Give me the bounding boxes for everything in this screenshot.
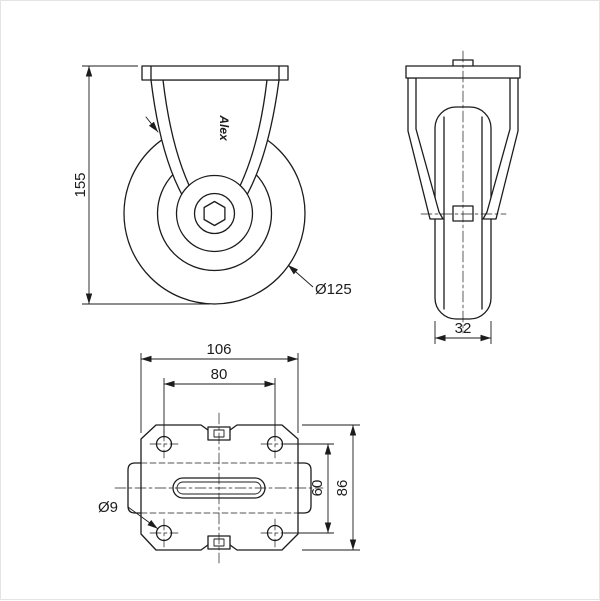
- fork-leg-right-side: [482, 77, 519, 220]
- fork-leg-left-side: [407, 77, 444, 220]
- dim-bolt-pattern-depth: 60: [284, 443, 334, 534]
- brand-logo-text: Alex: [217, 114, 231, 142]
- dim-wheel-diameter-label: Ø125: [315, 281, 352, 298]
- side-view: [405, 50, 521, 334]
- dim-hole-diameter-label: Ø9: [98, 499, 118, 516]
- axle-boss-circle: [193, 192, 236, 235]
- dim-plate-width-label: 106: [206, 341, 231, 358]
- dim-wheel-width: 32: [434, 320, 492, 344]
- dim-plate-depth-label: 86: [334, 480, 351, 497]
- dim-wheel-width-label: 32: [455, 320, 472, 337]
- dim-bolt-pattern-width-label: 80: [211, 366, 228, 383]
- top-view: [114, 412, 324, 564]
- axle-nut-hex: [203, 200, 226, 227]
- dim-front-height: 155: [72, 65, 210, 305]
- top-plate: [141, 65, 289, 81]
- dim-hole-diameter: Ø9: [98, 499, 159, 530]
- surface-mark-icon: [145, 116, 159, 133]
- dim-wheel-diameter: Ø125: [287, 264, 352, 298]
- dim-bolt-pattern-depth-label: 60: [309, 480, 326, 497]
- dim-plate-width: 106: [140, 341, 299, 433]
- front-view: Alex: [123, 65, 306, 305]
- dim-plate-depth: 86: [302, 424, 360, 551]
- dim-front-height-label: 155: [72, 172, 89, 197]
- wheel-end-left: [127, 462, 142, 514]
- dim-bolt-pattern-width: 80: [163, 366, 276, 438]
